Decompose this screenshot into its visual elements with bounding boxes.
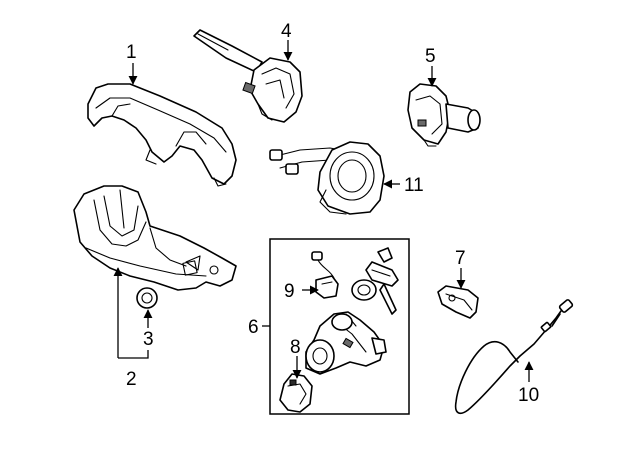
combination-switch-part <box>193 29 303 123</box>
ignition-key-part <box>365 247 399 315</box>
callout-4: 4 <box>281 21 292 42</box>
callout-7: 7 <box>455 248 466 269</box>
callout-3: 3 <box>143 329 154 350</box>
callout-9: 9 <box>284 281 295 302</box>
bracket-part <box>437 285 479 319</box>
callout-10: 10 <box>518 385 539 406</box>
lock-housing-part <box>305 311 387 375</box>
shift-interlock-cable-part <box>454 299 574 415</box>
ignition-switch-part <box>407 83 481 147</box>
washer-part <box>136 287 158 309</box>
callout-2: 2 <box>126 369 137 390</box>
upper-shroud-part <box>87 83 237 187</box>
callout-6: 6 <box>248 317 259 338</box>
clockspring-part <box>269 141 385 215</box>
callout-5: 5 <box>425 46 436 67</box>
callout-8: 8 <box>290 337 301 358</box>
leader-2-bracket <box>118 350 149 359</box>
lower-shroud-part <box>73 185 237 291</box>
lock-cylinder-cap-part <box>351 279 377 301</box>
callout-1: 1 <box>126 42 137 63</box>
ignition-switch-body-part <box>279 373 313 413</box>
connector-harness-part <box>311 251 339 299</box>
callout-11: 11 <box>404 175 424 196</box>
